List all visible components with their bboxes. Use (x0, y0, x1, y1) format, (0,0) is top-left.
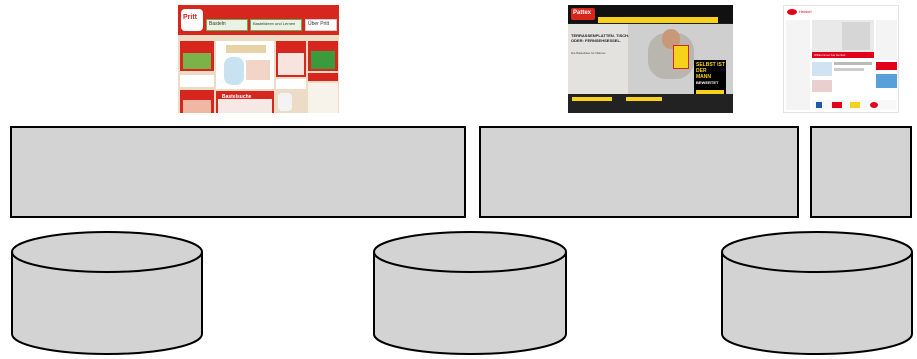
layer-block-middle (479, 126, 799, 218)
pritt-logo: Pritt (181, 9, 203, 31)
pattex-product (673, 45, 689, 69)
pattex-headline: TERRASSENPLATTEN. TISCH. ODER: FERNSEHSE… (571, 33, 631, 43)
pattex-site-thumbnail: Pattex TERRASSENPLATTEN. TISCH. ODER: FE… (568, 5, 733, 113)
henkel-sidebar (786, 20, 810, 110)
henkel-title-bar: Willkommen bei Henkel (812, 52, 874, 58)
database-cylinder-left (10, 230, 204, 356)
pritt-site-thumbnail: Pritt Basteln Bastelideen und Lernen Übe… (178, 5, 339, 113)
database-cylinder-middle (372, 230, 568, 356)
pritt-nav-ueber: Über Pritt (305, 19, 337, 31)
henkel-site-thumbnail: Henkel Willkommen bei Henkel (783, 5, 899, 113)
layer-block-right (810, 126, 912, 218)
pritt-nav-bastelideen: Bastelideen und Lernen (250, 19, 302, 31)
pritt-nav-basteln: Basteln (206, 19, 248, 31)
layer-block-left (10, 126, 466, 218)
pritt-logo-text: Pritt (183, 14, 197, 21)
pritt-mascot (224, 57, 244, 85)
pattex-nav-bar (598, 17, 718, 23)
pritt-left-image-1 (183, 53, 211, 69)
henkel-logo (787, 9, 797, 15)
pattex-logo: Pattex (571, 8, 595, 20)
database-cylinder-right (720, 230, 914, 356)
